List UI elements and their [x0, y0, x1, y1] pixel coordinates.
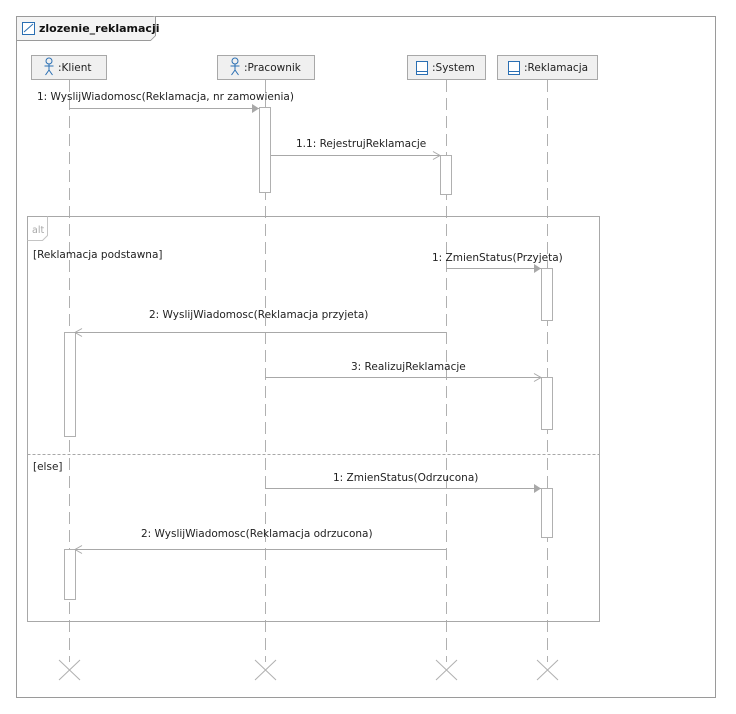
message-m3[interactable]: 1: ZmienStatus(Przyjeta): [432, 252, 563, 273]
activations: [64, 107, 553, 600]
lifeline-head-pracownik[interactable]: :Pracownik: [217, 55, 315, 80]
diagram-frame: [16, 16, 716, 698]
diagram-icon: [22, 22, 35, 35]
lifeline-head-system[interactable]: :System: [407, 55, 486, 80]
alt-operator-label: alt: [32, 225, 44, 236]
diagram-title: zlozenie_reklamacji: [39, 22, 160, 35]
message-m5[interactable]: 3: RealizujReklamacje: [265, 361, 543, 382]
message-label-m3: 1: ZmienStatus(Przyjeta): [432, 252, 563, 264]
object-icon: [508, 61, 520, 75]
activation-system: [440, 155, 452, 195]
object-icon: [416, 61, 428, 75]
alt-operator-tab: [27, 216, 48, 241]
actor-icon: [44, 57, 54, 76]
activation-reklamacja-1: [541, 268, 553, 321]
message-label-m4: 2: WyslijWiadomosc(Reklamacja przyjeta): [149, 309, 368, 321]
message-label-m1: 1: WyslijWiadomosc(Reklamacja, nr zamowi…: [37, 91, 294, 103]
lifeline-lines: [69, 80, 548, 662]
lifeline-label-klient: :Klient: [58, 62, 92, 74]
destruction-klient: [58, 659, 81, 681]
message-m7[interactable]: 2: WyslijWiadomosc(Reklamacja odrzucona): [73, 528, 446, 554]
message-label-m2: 1.1: RejestrujReklamacje: [296, 138, 426, 150]
lifeline-head-reklamacja[interactable]: :Reklamacja: [497, 55, 598, 80]
destruction-marks: [58, 659, 559, 681]
guard-reklamacja-podstawna: [Reklamacja podstawna]: [33, 249, 163, 261]
actor-icon: [230, 57, 240, 76]
message-m2[interactable]: 1.1: RejestrujReklamacje: [271, 138, 442, 160]
activation-klient-1: [64, 332, 76, 437]
activation-klient-2: [64, 549, 76, 600]
lifeline-label-pracownik: :Pracownik: [244, 62, 302, 74]
diagram-title-tab: zlozenie_reklamacji: [16, 16, 160, 41]
alt-fragment[interactable]: alt [Reklamacja podstawna] [else]: [27, 216, 600, 622]
message-m4[interactable]: 2: WyslijWiadomosc(Reklamacja przyjeta): [73, 309, 446, 337]
message-m1[interactable]: 1: WyslijWiadomosc(Reklamacja, nr zamowi…: [37, 91, 294, 113]
activation-pracownik: [259, 107, 271, 193]
destruction-reklamacja: [536, 659, 559, 681]
lifeline-label-reklamacja: :Reklamacja: [524, 62, 588, 74]
message-label-m5: 3: RealizujReklamacje: [351, 361, 466, 373]
destruction-pracownik: [254, 659, 277, 681]
message-label-m6: 1: ZmienStatus(Odrzucona): [333, 472, 478, 484]
lifeline-label-system: :System: [432, 62, 475, 74]
message-label-m7: 2: WyslijWiadomosc(Reklamacja odrzucona): [141, 528, 373, 540]
message-m6[interactable]: 1: ZmienStatus(Odrzucona): [265, 472, 541, 493]
lifeline-head-klient[interactable]: :Klient: [31, 55, 107, 80]
guard-else: [else]: [33, 461, 63, 473]
activation-reklamacja-3: [541, 488, 553, 538]
activation-reklamacja-2: [541, 377, 553, 430]
destruction-system: [435, 659, 458, 681]
